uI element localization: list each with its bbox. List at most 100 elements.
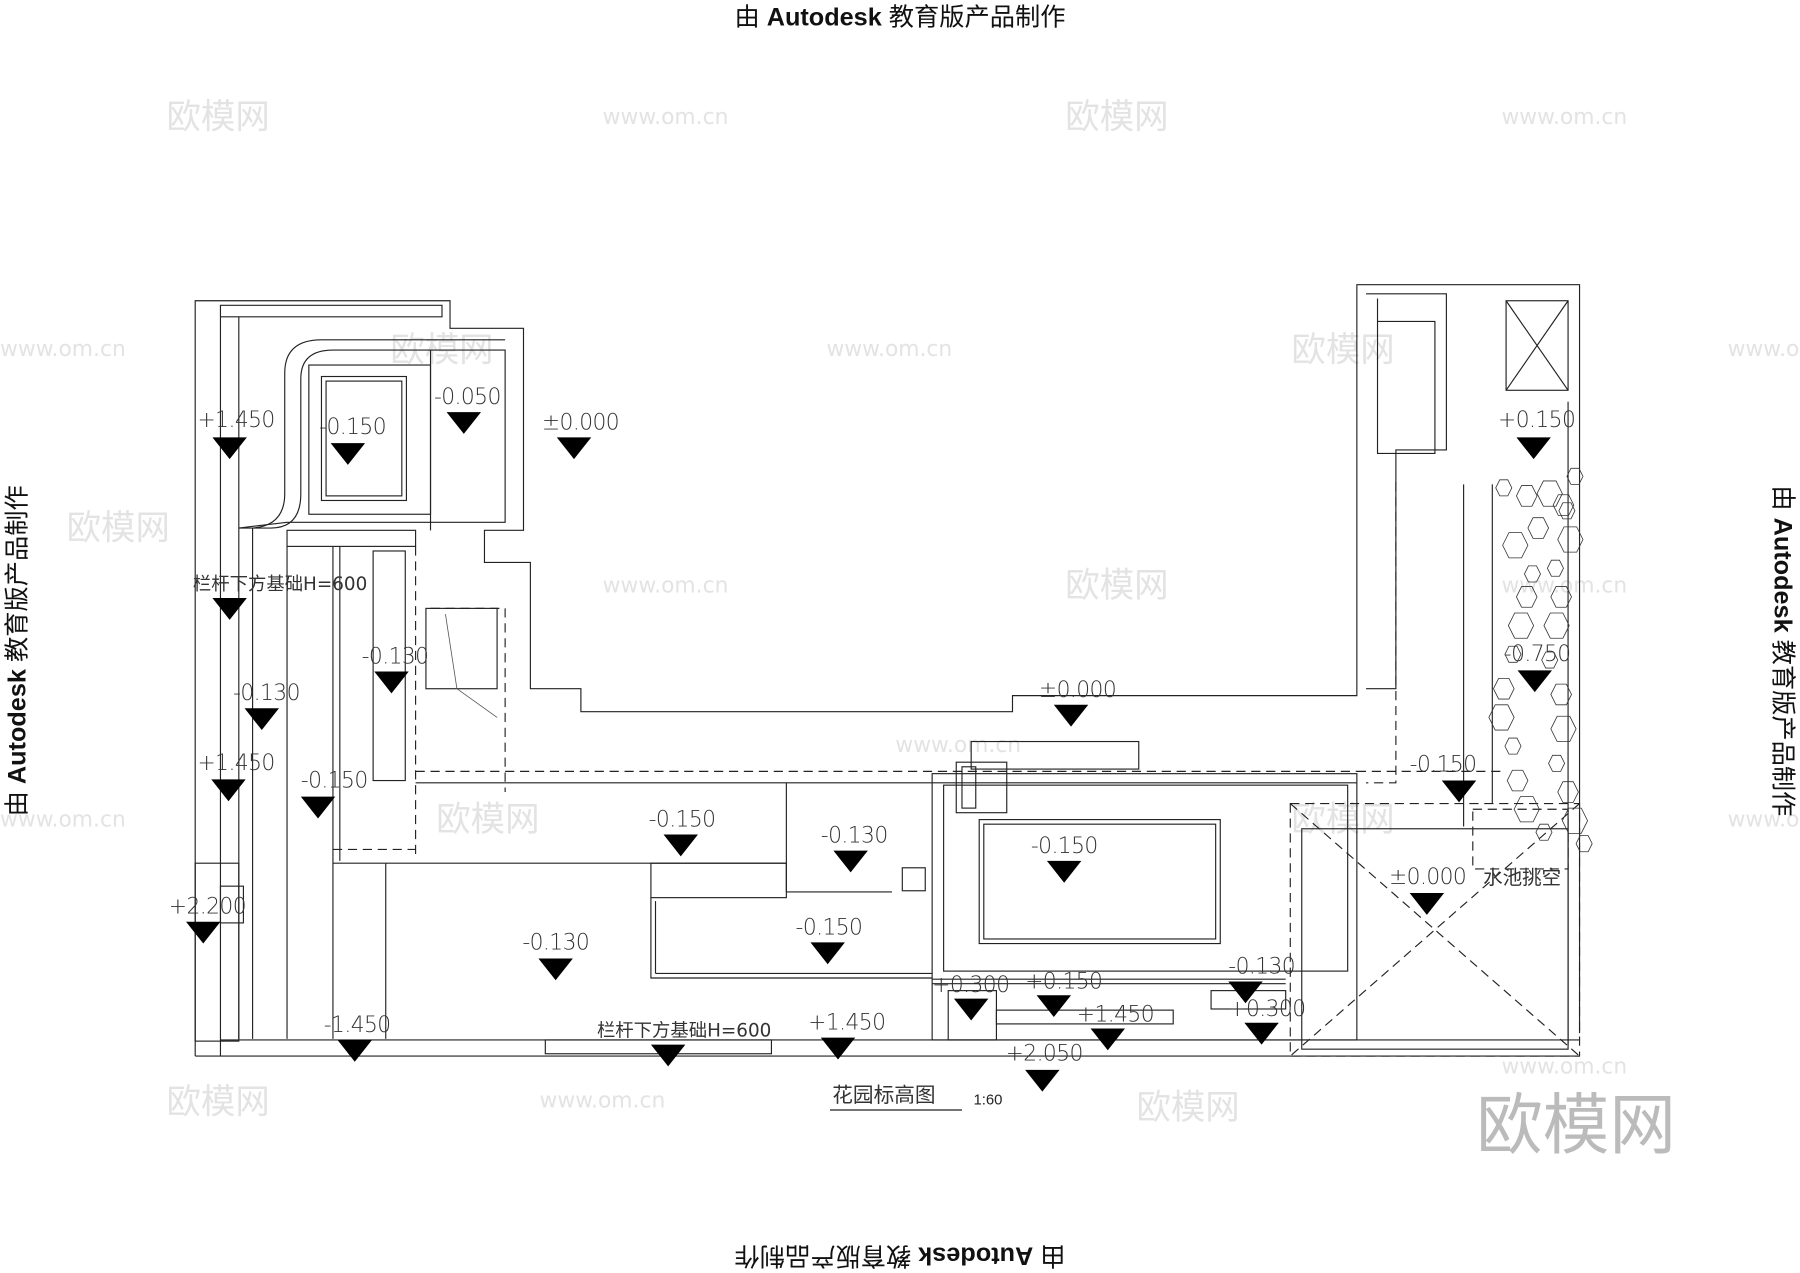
elevation-triangle-icon <box>211 779 246 802</box>
elevation-triangle-icon <box>1046 860 1082 883</box>
elevation-marker: -0.130 <box>821 824 888 873</box>
elevation-triangle-icon <box>1036 995 1072 1018</box>
elevation-marker: ±0.000 <box>1039 678 1117 727</box>
rock-icon <box>1550 683 1572 706</box>
elevation-label: -0.150 <box>649 807 716 832</box>
watermark-logo: 欧模网 <box>436 800 539 840</box>
elevation-label: 栏杆下方基础H=600 <box>597 1021 771 1042</box>
elevation-marker: -0.130 <box>522 930 590 981</box>
watermark-url: www.om.cn <box>540 1089 666 1114</box>
elevation-marker: -0.150 <box>796 915 863 965</box>
elevation-label: -0.130 <box>821 824 888 849</box>
elevation-triangle-icon <box>833 850 868 873</box>
rock-icon <box>1515 485 1538 507</box>
elevation-marker: -0.130 <box>233 681 300 731</box>
rock-icon <box>1548 754 1566 772</box>
elevation-marker: -0.750 <box>1504 642 1571 693</box>
rock-icon <box>1557 781 1579 803</box>
elevation-marker: +2.050 <box>1006 1042 1083 1092</box>
elevation-marker: +1.450 <box>808 1011 886 1060</box>
elevation-label: -0.150 <box>796 915 863 940</box>
elevation-marker: +2.200 <box>169 895 247 944</box>
rock-icon <box>1507 612 1535 639</box>
rock-icon <box>1513 796 1540 823</box>
elevation-marker: 栏杆下方基础H=600 <box>597 1021 771 1067</box>
elevation-label: +0.150 <box>1498 408 1575 433</box>
elevation-marker: +1.450 <box>197 408 275 460</box>
elevation-marker: -0.150 <box>319 415 387 465</box>
elevation-triangle-icon <box>556 437 592 460</box>
elevation-marker: -0.130 <box>362 644 429 694</box>
autodesk-stamp-bottom: 由 Autodesk 教育版产品制作 <box>734 1242 1065 1270</box>
elevation-label: +0.150 <box>1025 969 1102 994</box>
rock-icon <box>1557 526 1584 553</box>
elevation-markers: +1.450-0.150-0.050±0.000栏杆下方基础H=600-0.13… <box>169 385 1576 1092</box>
elevation-label: ±0.000 <box>542 410 619 435</box>
pool-void-note: 水池挑空 <box>1483 866 1561 889</box>
elevation-triangle-icon <box>1517 670 1552 693</box>
elevation-triangle-icon <box>538 958 573 981</box>
rock-icon <box>1523 565 1541 583</box>
elevation-label: +2.050 <box>1006 1042 1083 1067</box>
elevation-label: -0.150 <box>1031 834 1098 859</box>
elevation-marker: ±0.000 <box>1389 865 1467 915</box>
watermark-logo: 欧模网 <box>1476 1086 1676 1164</box>
elevation-marker: 栏杆下方基础H=600 <box>193 574 367 620</box>
elevation-triangle-icon <box>1053 704 1089 727</box>
autodesk-stamp-right: 由 Autodesk 教育版产品制作 <box>1769 485 1797 816</box>
watermark-url: www.om.cn <box>1728 807 1800 832</box>
elevation-triangle-icon <box>330 443 366 465</box>
rock-icon <box>1504 737 1522 755</box>
elevation-label: +1.450 <box>808 1011 885 1036</box>
rock-icon <box>1495 479 1513 497</box>
watermark-logo: 欧模网 <box>1291 800 1394 840</box>
watermark-logo: 欧模网 <box>1065 98 1168 138</box>
elevation-label: -0.750 <box>1504 642 1571 667</box>
elevation-label: -0.150 <box>1410 752 1477 777</box>
elevation-marker: -0.150 <box>300 768 368 819</box>
rock-icon <box>1552 494 1575 516</box>
elevation-triangle-icon <box>1090 1028 1125 1051</box>
rock-icon <box>1535 823 1553 841</box>
elevation-triangle-icon <box>1025 1069 1060 1092</box>
watermark-url: www.om.cn <box>1728 337 1800 362</box>
elevation-label: +0.300 <box>1228 997 1305 1022</box>
watermark-url: www.om.cn <box>603 573 729 598</box>
autodesk-stamp-top: 由 Autodesk 教育版产品制作 <box>734 3 1065 31</box>
svg-text:由 Autodesk 教育版产品制作: 由 Autodesk 教育版产品制作 <box>3 485 31 816</box>
elevation-label: ±0.000 <box>1389 865 1466 890</box>
rock-icon <box>1575 835 1593 853</box>
watermark-logo: 欧模网 <box>1291 331 1394 371</box>
elevation-triangle-icon <box>446 412 482 434</box>
drawing-scale: 1:60 <box>973 1091 1002 1108</box>
elevation-label: -1.450 <box>324 1013 391 1038</box>
elevation-marker: -0.130 <box>1228 954 1296 1004</box>
rock-icon <box>1536 480 1563 507</box>
elevation-label: +2.200 <box>169 895 246 920</box>
rock-icon <box>1546 559 1564 577</box>
elevation-marker: -0.150 <box>1410 752 1477 803</box>
watermark-url: www.om.cn <box>1501 573 1627 598</box>
watermark-url: www.om.cn <box>895 733 1021 758</box>
elevation-label: +1.450 <box>1077 1003 1154 1028</box>
elevation-triangle-icon <box>1441 780 1477 803</box>
drawing-title: 花园标高图 <box>832 1083 935 1107</box>
rock-icon <box>1550 586 1572 608</box>
elevation-triangle-icon <box>244 708 279 731</box>
watermark-logo: 欧模网 <box>1065 566 1168 606</box>
rock-icon <box>1541 651 1559 669</box>
elevation-label: -0.130 <box>1228 954 1295 979</box>
elevation-marker: +1.450 <box>197 751 275 802</box>
elevation-triangle-icon <box>1516 437 1551 460</box>
elevation-marker: +1.450 <box>1077 1003 1155 1051</box>
elevation-marker: +0.300 <box>1228 997 1306 1045</box>
watermark-url: www.om.cn <box>0 337 126 362</box>
svg-text:由 Autodesk 教育版产品制作: 由 Autodesk 教育版产品制作 <box>734 3 1065 31</box>
elevation-label: +1.450 <box>197 751 274 776</box>
elevation-marker: -0.150 <box>1031 834 1098 883</box>
rock-icon <box>1543 612 1570 639</box>
elevation-triangle-icon <box>374 671 409 694</box>
elevation-marker: +0.150 <box>1498 408 1576 460</box>
elevation-triangle-icon <box>337 1039 372 1062</box>
